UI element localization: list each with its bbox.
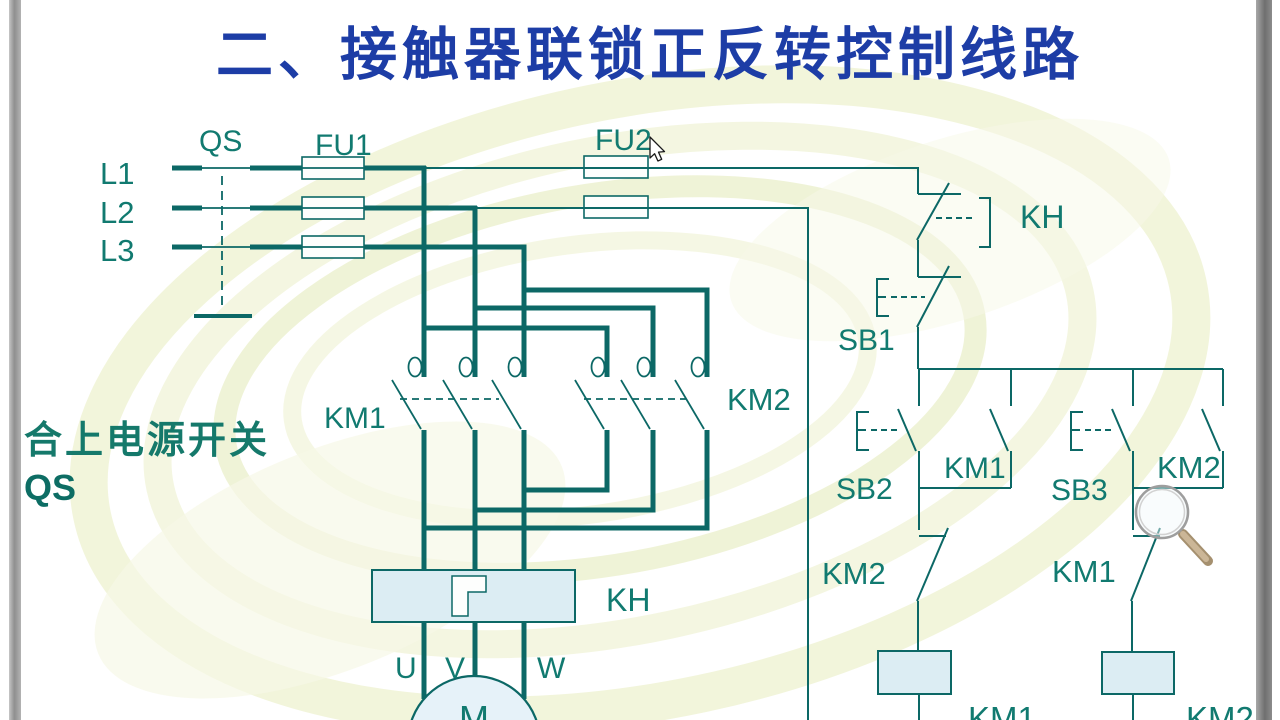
page-title: 二、接触器联锁正反转控制线路 <box>216 23 1084 87</box>
label-l1: L1 <box>100 156 134 191</box>
control-circuit <box>856 182 1224 720</box>
magnifier-icon[interactable] <box>1134 484 1213 566</box>
km2-aux-contact <box>1133 369 1224 489</box>
km2-coil <box>1101 651 1175 720</box>
power-wires <box>172 165 919 720</box>
label-sb2: SB2 <box>836 473 893 506</box>
label-km2-coil: KM2 <box>1186 700 1254 720</box>
label-kh-control: KH <box>1020 199 1064 235</box>
label-v: V <box>445 652 465 685</box>
label-qs: QS <box>199 125 242 158</box>
km1-main-contacts <box>391 356 523 430</box>
label-km2-aux: KM2 <box>1157 450 1221 485</box>
km1-coil <box>877 650 952 720</box>
label-km1-main: KM1 <box>324 402 386 435</box>
note-line2: QS <box>24 467 76 508</box>
label-l2: L2 <box>100 195 134 230</box>
note-line1: 合上电源开关 <box>24 420 270 462</box>
label-sb1: SB1 <box>838 324 895 357</box>
label-kh-power: KH <box>606 582 650 618</box>
background-swirl <box>69 65 1211 720</box>
right-border-strip <box>1256 0 1272 720</box>
left-border-strip <box>9 0 21 720</box>
fu2-fuses <box>583 155 649 219</box>
label-u: U <box>395 652 417 685</box>
qs-switch <box>194 176 252 318</box>
km2-main-contacts <box>574 356 706 430</box>
fu1-fuses <box>301 156 365 259</box>
label-km1-aux: KM1 <box>944 452 1006 485</box>
motor: M <box>410 674 538 720</box>
label-w: W <box>537 652 566 685</box>
kh-nc-contact <box>916 182 991 277</box>
control-return-wire <box>477 207 809 720</box>
km1-interlock-contact <box>1130 488 1161 652</box>
label-fu2: FU2 <box>595 124 652 157</box>
kh-heater <box>371 569 576 623</box>
label-l3: L3 <box>100 233 134 268</box>
mouse-cursor-icon <box>649 136 666 162</box>
annotation-note: 合上电源开关 QS <box>24 420 270 508</box>
sb3-button <box>1070 369 1134 488</box>
label-km2-main: KM2 <box>727 382 791 417</box>
km1-aux-contact <box>919 369 1012 489</box>
label-km1-interlock: KM1 <box>1052 554 1116 589</box>
labels: L1 L2 L3 QS FU1 FU2 KM1 KM2 KH U V W KH … <box>100 124 1254 720</box>
km2-interlock-contact <box>916 488 949 651</box>
sb1-button <box>876 265 961 369</box>
label-fu1: FU1 <box>315 129 372 162</box>
sb2-button <box>856 369 920 488</box>
label-km1-coil: KM1 <box>968 700 1036 720</box>
label-km2-interlock: KM2 <box>822 556 886 591</box>
motor-letter: M <box>459 698 489 720</box>
label-sb3: SB3 <box>1051 474 1108 507</box>
